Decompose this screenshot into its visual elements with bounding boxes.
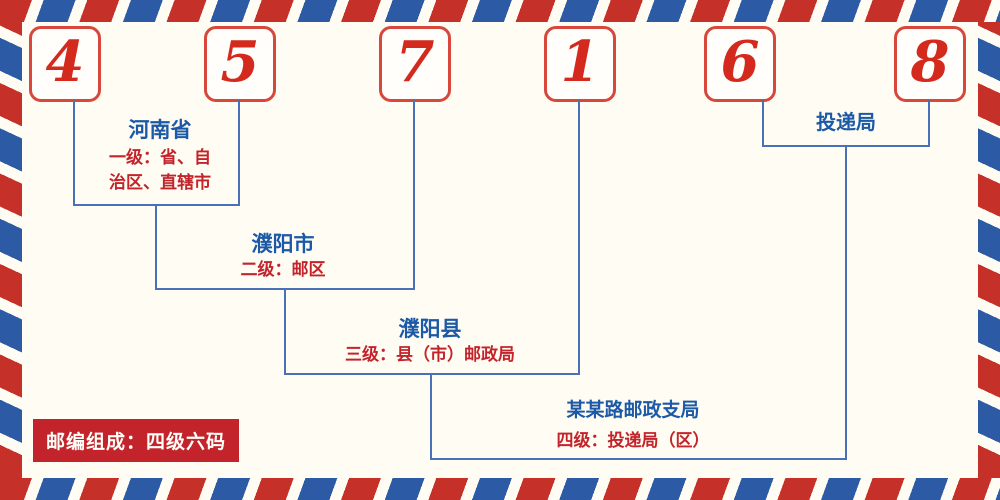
digit-box-2: 5 — [204, 26, 276, 102]
digit-box-3: 7 — [379, 26, 451, 102]
airmail-border-bottom-icon — [0, 478, 1000, 500]
connector-l4-left — [430, 375, 432, 460]
digit-box-4: 1 — [544, 26, 616, 102]
connector-l2-bottom — [155, 288, 415, 290]
digit-1: 4 — [45, 29, 85, 95]
level2-name: 濮阳市 — [251, 232, 315, 256]
connector-delivery-left — [762, 100, 764, 147]
connector-l1-left — [73, 100, 75, 206]
level4-desc: 四级：投递局（区） — [556, 431, 710, 451]
airmail-border-top-icon — [0, 0, 1000, 22]
level4-name: 某某路邮政支局 — [566, 399, 700, 421]
connector-l1-bottom — [73, 204, 240, 206]
digit-box-6: 8 — [894, 26, 966, 102]
connector-l3-right — [578, 100, 580, 375]
level3-name: 濮阳县 — [398, 317, 462, 341]
digit-6: 8 — [910, 29, 950, 95]
digit-box-5: 6 — [704, 26, 776, 102]
level2-desc: 二级：邮区 — [240, 260, 326, 280]
delivery-bureau-label: 投递局 — [816, 110, 876, 134]
connector-l4-right — [845, 145, 847, 460]
level1-desc: 一级：省、自 治区、直辖市 — [109, 148, 211, 193]
connector-l3-bottom — [284, 373, 580, 375]
airmail-border-right-icon — [978, 22, 1000, 478]
connector-l3-left — [284, 290, 286, 375]
digit-box-1: 4 — [29, 26, 101, 102]
connector-delivery-right — [928, 100, 930, 147]
level1-name: 河南省 — [128, 118, 192, 142]
level3-desc: 三级：县（市）邮政局 — [345, 345, 515, 365]
connector-l2-left — [155, 206, 157, 290]
connector-delivery-bottom — [762, 145, 930, 147]
digit-5: 6 — [720, 29, 760, 95]
composition-badge: 邮编组成：四级六码 — [33, 419, 240, 462]
digit-4: 1 — [560, 29, 600, 95]
connector-l4-bottom — [430, 458, 847, 460]
connector-l1-right — [238, 100, 240, 206]
airmail-border-left-icon — [0, 22, 22, 478]
connector-l2-right — [413, 100, 415, 290]
digit-3: 7 — [395, 29, 435, 95]
digit-2: 5 — [220, 29, 260, 95]
